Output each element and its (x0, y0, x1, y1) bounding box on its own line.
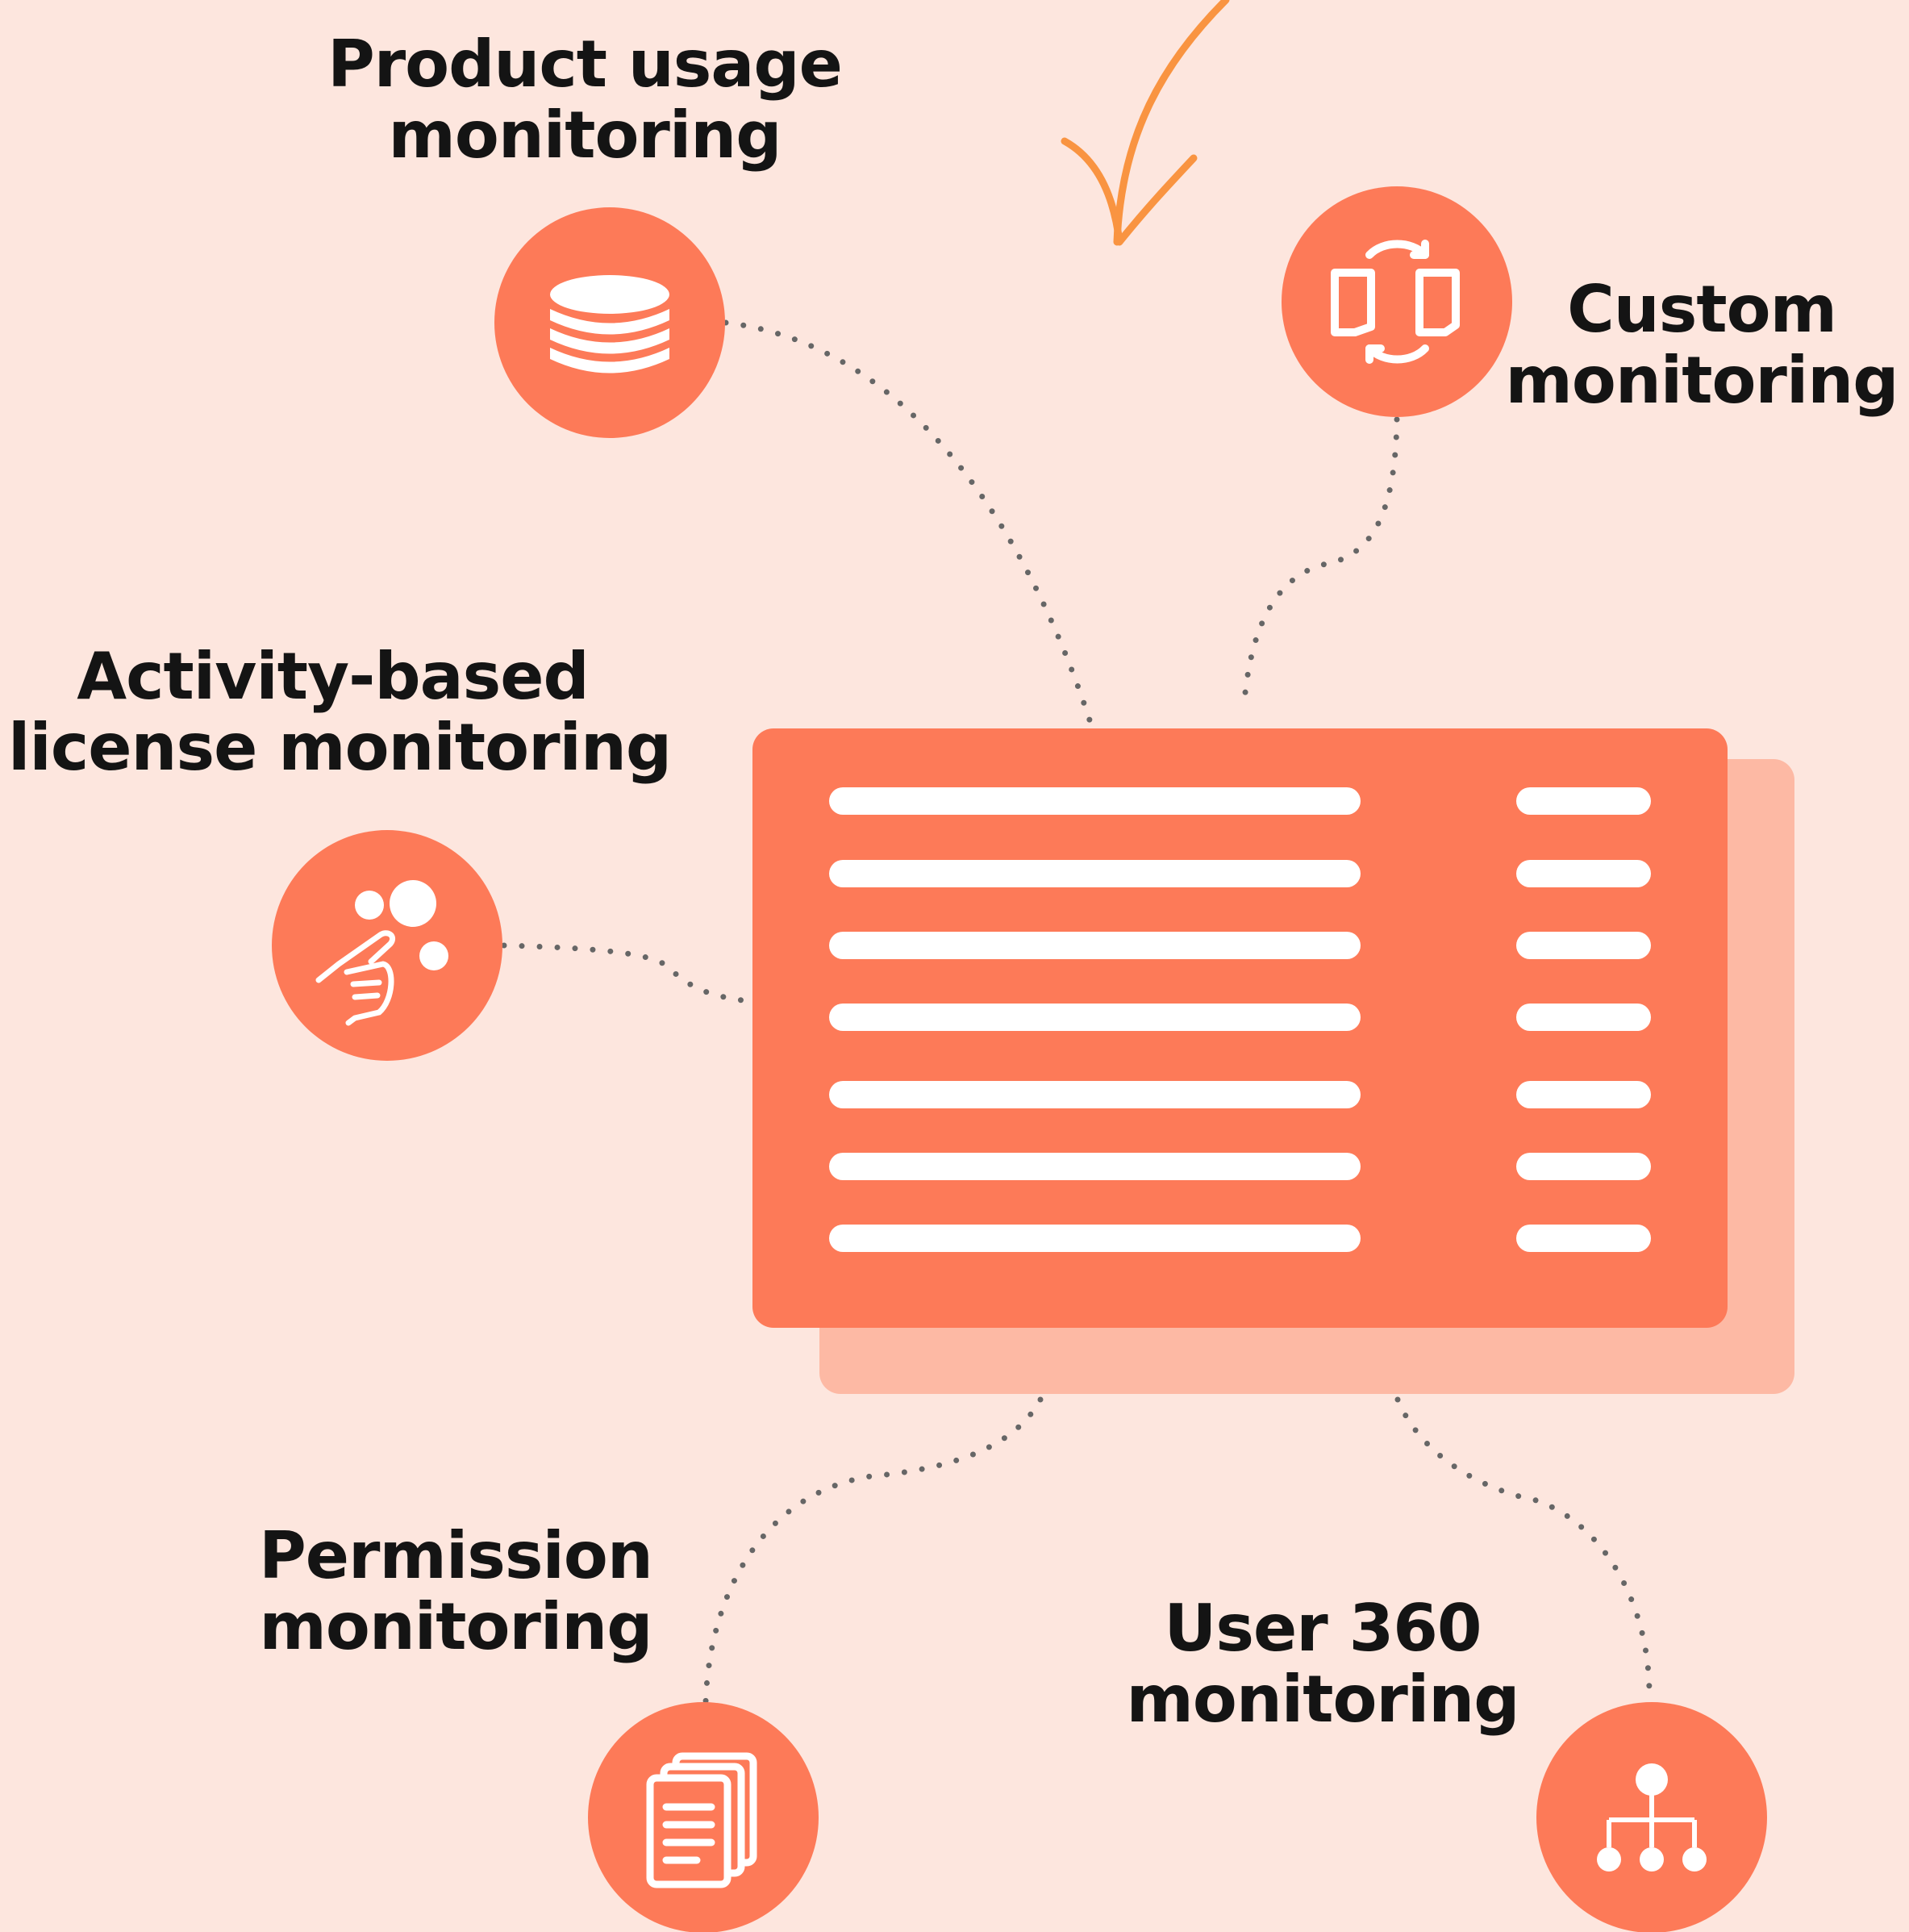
report-card-lines (829, 787, 1651, 1252)
node-user360 (1536, 1702, 1767, 1932)
node-activity (272, 830, 502, 1061)
label-line: Custom (1567, 272, 1837, 347)
hierarchy-tree-icon (1597, 1763, 1707, 1871)
connector-user360 (1394, 1396, 1653, 1697)
document-stack-icon (646, 1752, 757, 1888)
label-line: Permission (259, 1518, 653, 1593)
label-line: monitoring (259, 1589, 653, 1664)
label-line: monitoring (388, 98, 782, 173)
connector-permission (702, 1396, 1044, 1705)
label-line: license monitoring (8, 710, 672, 785)
label-product-usage-monitoring: Product usage monitoring (266, 29, 903, 171)
label-custom-monitoring: Custom monitoring (1492, 274, 1909, 416)
node-product-usage (494, 207, 725, 438)
sync-documents-icon (1331, 240, 1460, 364)
hand-pointing-bubbles-icon (315, 880, 448, 1026)
node-permission (588, 1702, 819, 1932)
connector-product-usage (723, 319, 1096, 733)
node-custom (1282, 186, 1512, 417)
label-line: User 360 (1164, 1591, 1482, 1666)
label-line: monitoring (1126, 1662, 1520, 1737)
connector-custom (1240, 416, 1400, 713)
database-stack-icon (550, 275, 669, 373)
label-line: Activity-based (77, 639, 590, 714)
report-card (752, 728, 1794, 1394)
label-line: Product usage (327, 27, 843, 102)
label-activity-based-license-monitoring: Activity-based license monitoring (8, 639, 672, 785)
connector-lines (501, 319, 1653, 1705)
label-line: monitoring (1505, 343, 1899, 418)
label-permission-monitoring: Permission monitoring (230, 1521, 681, 1663)
connector-activity (501, 942, 745, 1004)
decorative-arrow (1061, 0, 1230, 246)
label-user-360-monitoring: User 360 monitoring (1105, 1593, 1540, 1735)
